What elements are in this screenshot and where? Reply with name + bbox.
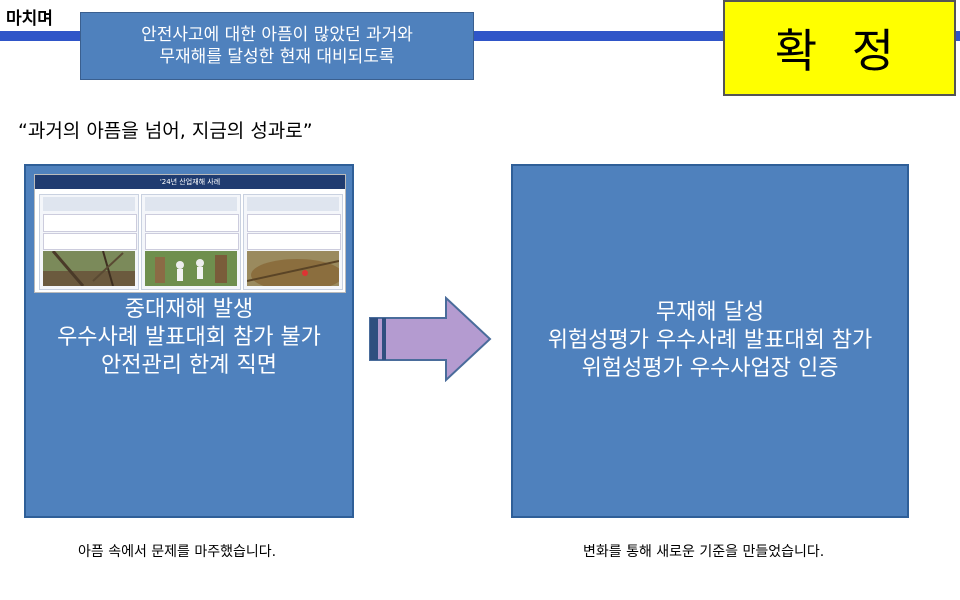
past-line-3: 안전관리 한계 직면 xyxy=(101,353,277,378)
case-meta xyxy=(145,197,237,211)
section-tag: 마치며 xyxy=(6,9,53,29)
case-meta xyxy=(43,197,135,211)
case-note xyxy=(145,233,239,250)
case-card-3 xyxy=(243,194,343,290)
past-panel: '24년 산업재해 사례 xyxy=(24,164,354,518)
case-table xyxy=(247,214,341,232)
case-photo-2 xyxy=(145,251,237,286)
case-card-2 xyxy=(141,194,241,290)
case-photo-3 xyxy=(247,251,339,286)
confirmed-badge: 확 정 xyxy=(723,0,956,96)
case-table xyxy=(43,214,137,232)
right-arrow-icon xyxy=(369,296,492,382)
past-caption: 아픔 속에서 문제를 마주했습니다. xyxy=(78,544,277,560)
subtitle-box: 안전사고에 대한 아픔이 많았던 과거와 무재해를 달성한 현재 대비되도록 xyxy=(80,12,474,80)
quote-heading: “과거의 아픔을 넘어, 지금의 성과로” xyxy=(18,120,313,142)
case-note xyxy=(43,233,137,250)
top-divider-bar xyxy=(0,31,960,41)
past-panel-text: 중대재해 발생 우수사례 발표대회 참가 불가 안전관리 한계 직면 xyxy=(26,296,352,380)
present-line-2: 위험성평가 우수사례 발표대회 참가 xyxy=(547,328,873,353)
past-line-1: 중대재해 발생 xyxy=(124,297,254,322)
case-meta xyxy=(247,197,339,211)
present-panel: 무재해 달성 위험성평가 우수사례 발표대회 참가 위험성평가 우수사업장 인증 xyxy=(511,164,909,518)
subtitle-line-1: 안전사고에 대한 아픔이 많았던 과거와 xyxy=(141,25,413,45)
case-note xyxy=(247,233,341,250)
case-photo-1 xyxy=(43,251,135,286)
present-line-1: 무재해 달성 xyxy=(655,300,765,325)
thumbnail-title: '24년 산업재해 사례 xyxy=(35,175,345,189)
present-panel-text: 무재해 달성 위험성평가 우수사례 발표대회 참가 위험성평가 우수사업장 인증 xyxy=(513,299,907,383)
case-table xyxy=(145,214,239,232)
present-line-3: 위험성평가 우수사업장 인증 xyxy=(581,356,839,381)
subtitle-line-2: 무재해를 달성한 현재 대비되도록 xyxy=(159,47,395,67)
present-caption: 변화를 통해 새로운 기준을 만들었습니다. xyxy=(583,544,825,560)
accident-cases-thumbnail: '24년 산업재해 사례 xyxy=(34,174,346,293)
past-line-2: 우수사례 발표대회 참가 불가 xyxy=(57,325,321,350)
case-card-1 xyxy=(39,194,139,290)
